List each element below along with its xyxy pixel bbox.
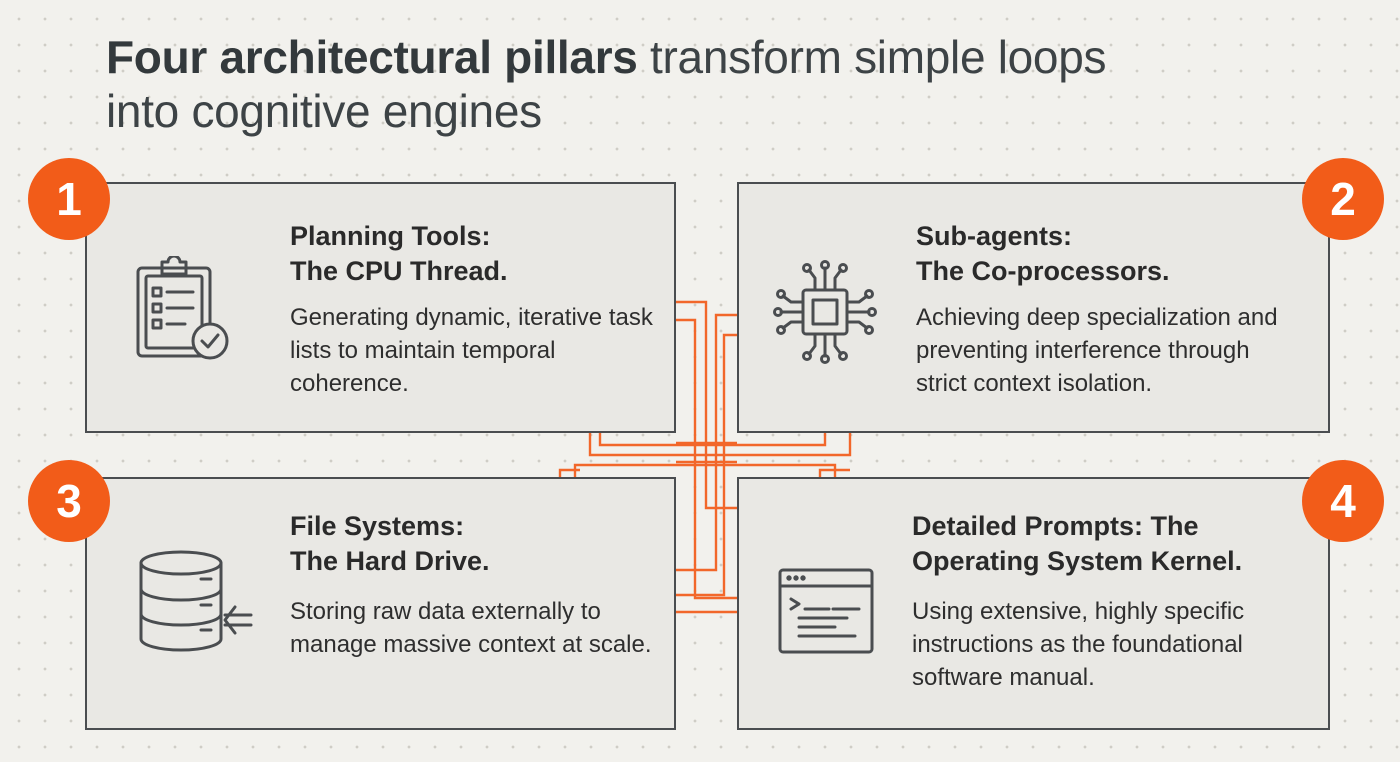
pillar-title: Planning Tools: The CPU Thread. <box>290 221 508 286</box>
pillar-title: File Systems: The Hard Drive. <box>290 511 490 576</box>
title-bold: Four architectural pillars <box>106 31 638 83</box>
pillar-number-badge: 4 <box>1302 460 1384 542</box>
pillar-number-badge: 3 <box>28 460 110 542</box>
pillar-card-file-systems: File Systems: The Hard Drive. Storing ra… <box>85 477 676 730</box>
pillar-card-planning-tools: Planning Tools: The CPU Thread. Generati… <box>85 182 676 433</box>
pillar-title: Detailed Prompts: The Operating System K… <box>912 511 1243 576</box>
pillar-number-badge: 1 <box>28 158 110 240</box>
database-icon <box>139 550 253 652</box>
pillar-description: Generating dynamic, iterative task lists… <box>290 304 653 397</box>
microchip-icon <box>773 260 877 364</box>
pillar-description: Using extensive, highly specific instruc… <box>912 598 1245 691</box>
pillar-number-badge: 2 <box>1302 158 1384 240</box>
clipboard-checklist-icon <box>136 256 229 360</box>
pillar-description: Storing raw data externally to manage ma… <box>290 598 652 658</box>
pillar-card-sub-agents: Sub-agents: The Co-processors. Achieving… <box>737 182 1330 433</box>
pillar-description: Achieving deep specialization and preven… <box>916 304 1278 397</box>
page-title: Four architectural pillars transform sim… <box>106 30 1306 138</box>
pillar-card-detailed-prompts: Detailed Prompts: The Operating System K… <box>737 477 1330 730</box>
title-regular-line1: transform simple loops <box>637 31 1107 83</box>
terminal-window-icon <box>778 568 874 654</box>
title-regular-line2: into cognitive engines <box>106 85 542 137</box>
pillar-title: Sub-agents: The Co-processors. <box>916 221 1170 286</box>
